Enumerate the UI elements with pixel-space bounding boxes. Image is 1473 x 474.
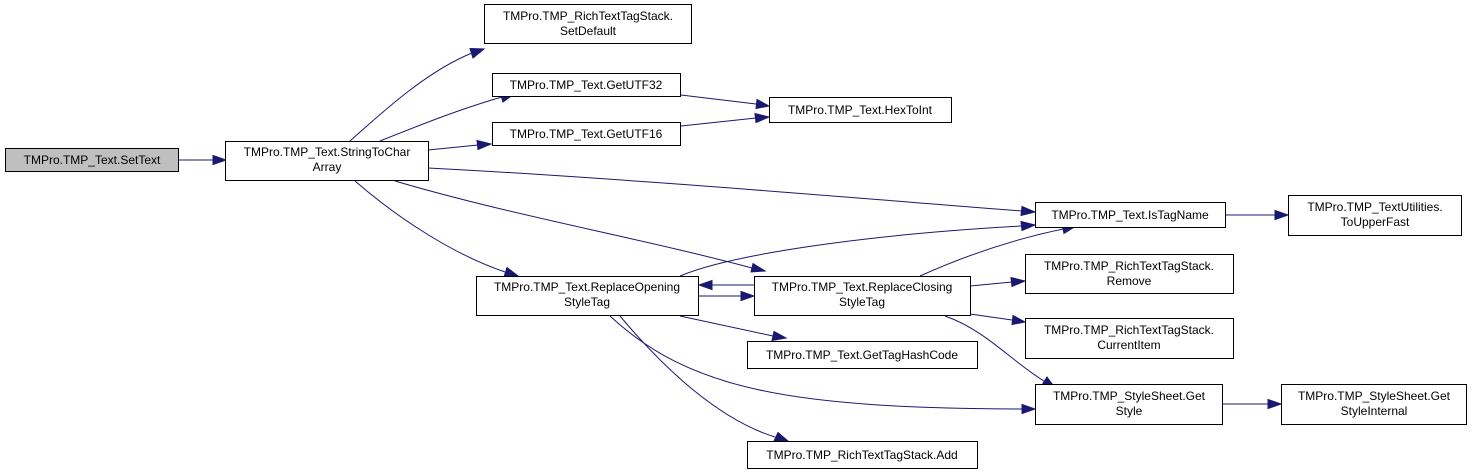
node-currentitem[interactable]: TMPro.TMP_RichTextTagStack. CurrentItem xyxy=(1025,318,1234,359)
edge-stringtochar-getutf16 xyxy=(427,139,493,151)
edge-replaceclosing-remove xyxy=(969,276,1027,288)
node-setdefault[interactable]: TMPro.TMP_RichTextTagStack. SetDefault xyxy=(484,4,692,44)
node-replaceclosing-label-1: TMPro.TMP_Text.ReplaceClosing xyxy=(772,280,953,294)
node-istagname-label-1: TMPro.TMP_Text.IsTagName xyxy=(1051,208,1209,222)
edge-replaceopening-replaceclosing xyxy=(699,290,756,302)
node-getstyleinternal-label-2: StyleInternal xyxy=(1341,404,1408,418)
node-currentitem-label-2: CurrentItem xyxy=(1097,338,1160,352)
node-hextoint-label-1: TMPro.TMP_Text.HexToInt xyxy=(788,103,933,117)
edge-getutf32-hextoint xyxy=(680,94,771,110)
node-remove-label-1: TMPro.TMP_RichTextTagStack. xyxy=(1044,259,1214,273)
node-replaceopening[interactable]: TMPro.TMP_Text.ReplaceOpening StyleTag xyxy=(476,276,699,316)
node-getstyle-label-1: TMPro.TMP_StyleSheet.Get xyxy=(1053,389,1206,403)
node-istagname[interactable]: TMPro.TMP_Text.IsTagName xyxy=(1035,202,1226,228)
node-getstyleinternal-label-1: TMPro.TMP_StyleSheet.Get xyxy=(1298,389,1451,403)
node-getutf16-label-1: TMPro.TMP_Text.GetUTF16 xyxy=(510,127,663,141)
node-getstyle[interactable]: TMPro.TMP_StyleSheet.Get Style xyxy=(1035,384,1223,425)
edge-getutf16-hextoint xyxy=(680,112,771,127)
node-remove-label-2: Remove xyxy=(1107,274,1152,288)
node-add-label-1: TMPro.TMP_RichTextTagStack.Add xyxy=(766,448,957,462)
node-add[interactable]: TMPro.TMP_RichTextTagStack.Add xyxy=(747,441,978,469)
node-getutf32[interactable]: TMPro.TMP_Text.GetUTF32 xyxy=(492,73,681,97)
node-currentitem-label-1: TMPro.TMP_RichTextTagStack. xyxy=(1044,323,1214,337)
node-settext[interactable]: TMPro.TMP_Text.SetText xyxy=(5,148,179,172)
edge-stringtochar-replaceopening xyxy=(354,180,520,278)
node-hextoint[interactable]: TMPro.TMP_Text.HexToInt xyxy=(769,97,952,123)
node-stringtochar[interactable]: TMPro.TMP_Text.StringToChar Array xyxy=(225,141,429,181)
edge-replaceopening-gettaghashcode xyxy=(679,315,788,342)
edge-stringtochar-istagname xyxy=(427,167,1037,217)
edge-replaceopening-add xyxy=(619,315,790,442)
node-replaceclosing[interactable]: TMPro.TMP_Text.ReplaceClosing StyleTag xyxy=(754,276,971,316)
node-toupperfast-label-2: ToUpperFast xyxy=(1341,215,1410,229)
node-getstyle-label-2: Style xyxy=(1116,404,1143,418)
node-getutf16[interactable]: TMPro.TMP_Text.GetUTF16 xyxy=(492,122,681,146)
node-gettaghashcode-label-1: TMPro.TMP_Text.GetTagHashCode xyxy=(766,348,958,362)
node-setdefault-label-2: SetDefault xyxy=(560,24,617,38)
nodes-layer: TMPro.TMP_Text.SetText TMPro.TMP_Text.St… xyxy=(5,4,1467,469)
node-stringtochar-label-1: TMPro.TMP_Text.StringToChar xyxy=(244,145,411,159)
edge-settext-stringtochar xyxy=(179,154,228,166)
edge-replaceclosing-replaceopening xyxy=(697,279,754,291)
node-replaceopening-label-1: TMPro.TMP_Text.ReplaceOpening xyxy=(494,280,680,294)
node-settext-label-1: TMPro.TMP_Text.SetText xyxy=(24,153,161,167)
edge-replaceopening-istagname xyxy=(679,220,1037,277)
edge-getstyle-getstyleinternal xyxy=(1222,398,1283,410)
node-stringtochar-label-2: Array xyxy=(313,160,342,174)
node-getutf32-label-1: TMPro.TMP_Text.GetUTF32 xyxy=(510,78,663,92)
node-gettaghashcode[interactable]: TMPro.TMP_Text.GetTagHashCode xyxy=(747,341,978,369)
node-remove[interactable]: TMPro.TMP_RichTextTagStack. Remove xyxy=(1025,254,1234,294)
edge-replaceclosing-currentitem xyxy=(969,313,1027,326)
edge-stringtochar-replaceclosing xyxy=(394,180,767,273)
node-getstyleinternal[interactable]: TMPro.TMP_StyleSheet.Get StyleInternal xyxy=(1281,384,1467,425)
edge-istagname-toupperfast xyxy=(1225,209,1290,221)
edge-stringtochar-setdefault xyxy=(349,47,486,142)
node-setdefault-label-1: TMPro.TMP_RichTextTagStack. xyxy=(503,9,673,23)
node-replaceclosing-label-2: StyleTag xyxy=(839,295,885,309)
node-toupperfast-label-1: TMPro.TMP_TextUtilities. xyxy=(1307,200,1442,214)
edges-layer xyxy=(179,47,1290,442)
node-replaceopening-label-2: StyleTag xyxy=(564,295,610,309)
node-toupperfast[interactable]: TMPro.TMP_TextUtilities. ToUpperFast xyxy=(1288,195,1462,236)
